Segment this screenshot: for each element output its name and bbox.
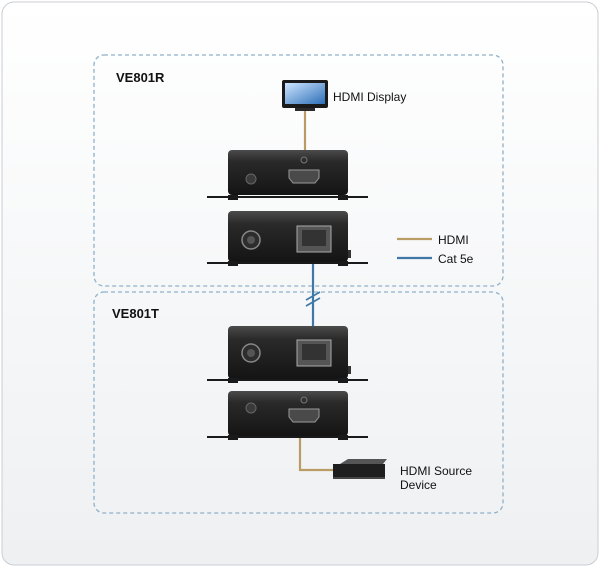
- source-device-icon: [333, 459, 387, 479]
- source-label-line1: HDMI Source: [400, 464, 473, 478]
- ve801r-hdmi-unit: [207, 150, 368, 200]
- hdmi-port-icon: [288, 169, 320, 184]
- power-jack-icon: [245, 402, 257, 414]
- transmitter-zone: [93, 291, 504, 514]
- hdmi-cable-source: [298, 436, 335, 472]
- ve801r-rj45-unit: [207, 211, 368, 266]
- legend-hdmi-label: HDMI: [438, 233, 469, 247]
- receiver-zone: [93, 54, 504, 287]
- legend-cat5e-label: Cat 5e: [438, 252, 474, 266]
- cable-break-icon: [305, 291, 321, 307]
- monitor-icon: [282, 80, 328, 111]
- receiver-model-label: VE801R: [116, 70, 165, 85]
- display-label: HDMI Display: [333, 90, 407, 104]
- ve801t-hdmi-unit: [207, 391, 368, 440]
- transmitter-model-label: VE801T: [112, 306, 159, 321]
- hdmi-port-icon: [288, 408, 320, 423]
- source-label-line2: Device: [400, 478, 437, 492]
- power-jack-icon: [245, 173, 257, 185]
- ve801t-rj45-unit: [207, 326, 368, 383]
